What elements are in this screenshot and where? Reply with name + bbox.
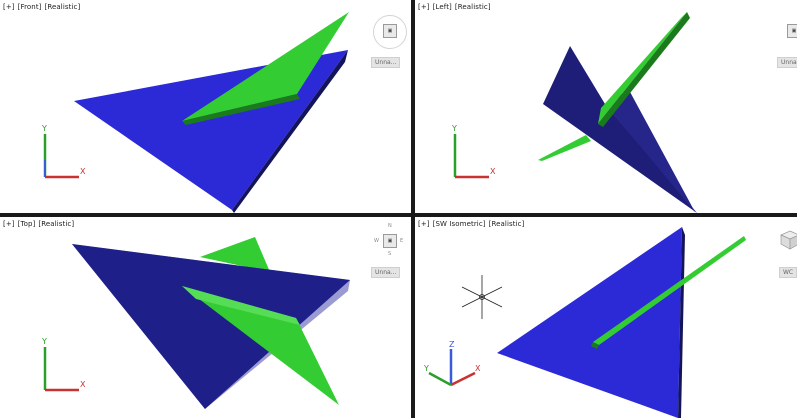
viewport-controls-top: [+][Top][Realistic] (3, 220, 77, 228)
green-plane (593, 236, 746, 345)
visual-style-menu-button[interactable]: [Realistic] (488, 220, 525, 228)
compass-s: S (388, 251, 392, 257)
viewcube-icon[interactable]: ▣ (787, 24, 797, 38)
viewport-controls-sw: [+][SW Isometric][Realistic] (418, 220, 527, 228)
green-plane-edge (598, 12, 690, 127)
ucs-icon: Y X (41, 337, 85, 392)
viewport-front[interactable]: [+][Front][Realistic] ▣ Unna... Y X (0, 0, 411, 213)
blue-plane-edge (678, 227, 685, 418)
ucs-menu-button[interactable]: Unna (777, 57, 797, 68)
svg-text:X: X (80, 167, 85, 176)
viewport-divider-vertical[interactable] (411, 0, 415, 418)
viewport-menu-button[interactable]: [+] (418, 220, 430, 228)
blue-plane (497, 227, 682, 418)
blue-plane-edge (232, 50, 348, 213)
svg-text:Z: Z (449, 340, 455, 349)
ucs-icon: Z X Y (423, 340, 481, 387)
view-menu-button[interactable]: [Left] (432, 3, 452, 11)
ucs-menu-button[interactable]: Unna... (371, 57, 401, 68)
viewcube-icon[interactable]: ▣ (383, 24, 397, 38)
viewcube-ring (373, 15, 407, 49)
compass-w: W (374, 238, 379, 244)
visual-style-menu-button[interactable]: [Realistic] (44, 3, 81, 11)
ucs-menu-button[interactable]: WC (779, 267, 797, 278)
svg-text:X: X (490, 167, 495, 176)
viewport-menu-button[interactable]: [+] (3, 220, 15, 228)
green-plane-edge (182, 94, 300, 125)
green-plane-shade (182, 286, 300, 325)
ucs-menu-button[interactable]: Unna... (371, 267, 401, 278)
green-plane-top (200, 237, 270, 272)
svg-text:Y: Y (451, 124, 457, 133)
svg-text:X: X (475, 364, 481, 373)
svg-text:X: X (80, 380, 85, 389)
view-menu-button[interactable]: [SW Isometric] (432, 220, 486, 228)
view-menu-button[interactable]: [Top] (17, 220, 36, 228)
green-plane-lower (538, 135, 591, 161)
viewcube-icon[interactable]: ▣ (383, 234, 397, 248)
top-scene (72, 237, 350, 409)
compass-n: N (388, 223, 392, 229)
view-menu-button[interactable]: [Front] (17, 3, 42, 11)
viewcube-icon[interactable] (779, 229, 797, 251)
svg-text:Y: Y (41, 124, 47, 133)
viewport-controls-left: [+][Left][Realistic] (418, 3, 494, 11)
visual-style-menu-button[interactable]: [Realistic] (454, 3, 491, 11)
blue-plane-edge (72, 244, 350, 409)
navy-plane-front (605, 90, 695, 212)
left-scene (538, 12, 697, 213)
viewport-top[interactable]: [+][Top][Realistic] N W ▣ E S Unna... Y … (0, 217, 411, 418)
viewport-controls-front: [+][Front][Realistic] (3, 3, 83, 11)
sw-scene (497, 227, 746, 418)
svg-text:Y: Y (423, 364, 429, 373)
viewport-divider-horizontal[interactable] (0, 213, 797, 217)
green-plane-edge (591, 342, 599, 349)
visual-style-menu-button[interactable]: [Realistic] (38, 220, 75, 228)
navy-plane (72, 244, 350, 409)
compass-e: E (400, 238, 404, 244)
green-plane (182, 12, 349, 121)
viewport-sw-isometric[interactable]: [+][SW Isometric][Realistic] WC Z X Y (415, 217, 797, 418)
ucs-icon: Y X (41, 124, 85, 179)
viewport-left[interactable]: [+][Left][Realistic] ▣ Unna Y X (415, 0, 797, 213)
crosshair-icon (461, 275, 503, 319)
front-scene (74, 12, 349, 213)
viewport-menu-button[interactable]: [+] (418, 3, 430, 11)
green-plane (182, 286, 339, 405)
navy-plane (543, 46, 697, 213)
viewport-menu-button[interactable]: [+] (3, 3, 15, 11)
svg-text:Y: Y (41, 337, 47, 346)
ucs-icon: Y X (451, 124, 495, 179)
